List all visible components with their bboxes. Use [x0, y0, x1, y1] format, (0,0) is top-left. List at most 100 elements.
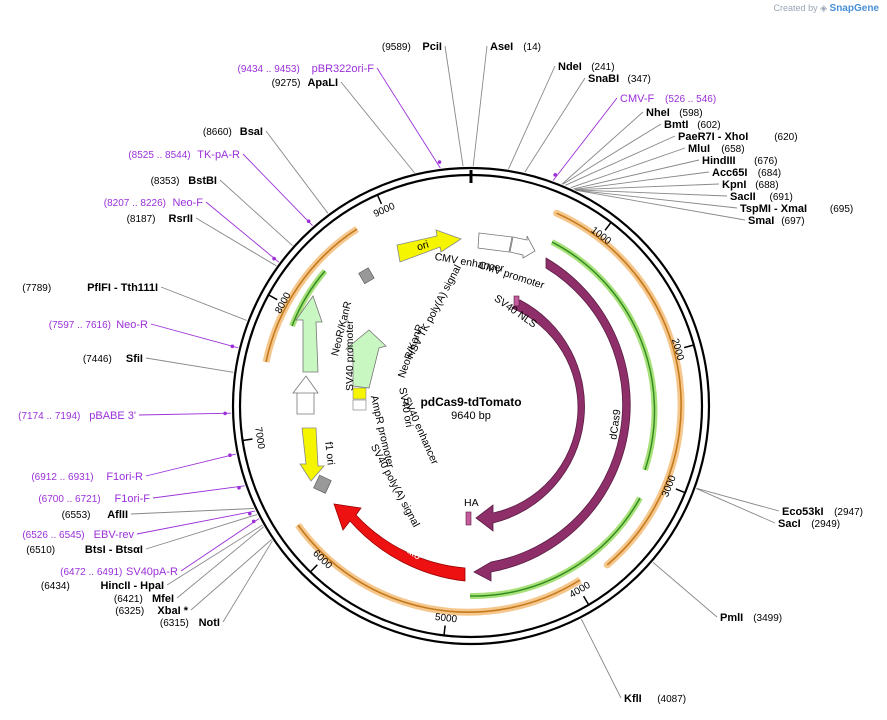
site-position: (6421) — [114, 594, 143, 605]
site-position: (241) — [591, 62, 614, 73]
primer[interactable]: TK-pA-R(8525 .. 8544) — [128, 149, 313, 227]
watermark-brand: SnapGene — [829, 3, 879, 14]
site-leader-line — [145, 514, 258, 550]
site-leader-line — [508, 65, 556, 170]
restriction-site[interactable]: AseI(14) — [472, 41, 541, 167]
restriction-site[interactable]: RsrII(8187) — [127, 213, 277, 267]
restriction-site[interactable]: TspMI - XmaI(695) — [575, 189, 853, 215]
restriction-site[interactable]: PciI(9589) — [382, 41, 464, 167]
primer-range: (6912 .. 6931) — [31, 472, 93, 483]
primer[interactable]: EBV-rev(6526 .. 6545) — [22, 510, 256, 541]
primer-range: (6526 .. 6545) — [22, 530, 84, 541]
f1-ori-arrow — [299, 427, 325, 482]
restriction-site[interactable]: AflII(6553) — [62, 508, 255, 521]
cas9-arc — [475, 299, 585, 532]
site-position: (6510) — [26, 545, 55, 556]
site-name: SacI — [778, 518, 801, 530]
primer-leader-line — [242, 153, 313, 227]
primer[interactable]: CMV-F(526 .. 546) — [552, 93, 716, 181]
restriction-site[interactable]: BtsI - BtsαI (6510) — [26, 514, 258, 556]
restriction-site[interactable]: HindIII(676) — [573, 155, 777, 190]
primer[interactable]: pBABE 3'(7174 .. 7194) — [18, 410, 232, 422]
sv40-nls-marker — [513, 295, 520, 307]
site-name: SnaBI — [588, 73, 619, 85]
restriction-site[interactable]: PflFI - Tth111I(7789) — [22, 282, 247, 321]
primer[interactable]: F1ori-F(6700 .. 6721) — [38, 485, 245, 505]
restriction-site[interactable]: XbaI *(6325) — [115, 539, 272, 617]
site-name: KpnI — [722, 179, 746, 191]
restriction-site[interactable]: HincII - HpaI(6434) — [41, 524, 263, 592]
tick-mark — [309, 564, 318, 573]
primer[interactable]: Neo-F(8207 .. 8226) — [104, 197, 280, 263]
restriction-site[interactable]: PmlI(3499) — [652, 562, 782, 624]
restriction-site[interactable]: ApaLI(9275) — [272, 77, 415, 174]
site-position: (695) — [830, 204, 853, 215]
primer-binding-mark — [272, 256, 276, 261]
site-name: AseI — [490, 41, 513, 53]
site-leader-line — [580, 618, 622, 699]
site-name: XbaI * — [157, 605, 188, 617]
restriction-site[interactable]: KflI(4087) — [580, 618, 686, 705]
site-position: (4087) — [657, 694, 686, 705]
primer[interactable]: pBR322ori-F(9434 .. 9453) — [238, 63, 442, 169]
ha-tag-marker — [465, 511, 472, 526]
site-position: (620) — [774, 132, 797, 143]
site-position: (684) — [758, 168, 781, 179]
primer-name: CMV-F — [620, 93, 655, 105]
site-leader-line — [562, 123, 662, 185]
primer-leader-line — [152, 485, 245, 499]
restriction-site[interactable]: BmtI(602) — [562, 119, 721, 185]
sv40-enhancer-box — [352, 399, 367, 411]
restriction-site[interactable]: SacI(2949) — [696, 488, 840, 530]
primer-leader-line — [376, 67, 441, 169]
site-position: (9589) — [382, 42, 411, 53]
restriction-site[interactable]: NdeI(241) — [508, 61, 615, 170]
site-position: (7446) — [83, 354, 112, 365]
site-leader-line — [561, 111, 644, 185]
site-leader-line — [575, 189, 738, 209]
primer-binding-mark — [230, 344, 235, 349]
tick-mark — [268, 294, 278, 301]
restriction-site[interactable]: BstBI(8353) — [151, 175, 293, 246]
restriction-site[interactable]: SfiI(7446) — [83, 353, 234, 373]
green-band-left-core — [291, 270, 326, 327]
restriction-site[interactable]: Acc65I(684) — [574, 167, 781, 190]
restriction-site[interactable]: MluI(658) — [570, 143, 745, 189]
restriction-site[interactable]: PaeR7I - XhoI(620) — [565, 131, 798, 186]
tick-label: 3000 — [660, 474, 679, 499]
site-position: (8187) — [127, 214, 156, 225]
restriction-site[interactable]: SmaI(697) — [576, 189, 805, 227]
site-position: (697) — [781, 216, 804, 227]
site-position: (6315) — [160, 618, 189, 629]
site-name: MluI — [688, 143, 710, 155]
restriction-site[interactable]: NheI(598) — [561, 107, 703, 185]
restriction-site[interactable]: SnaBI(347) — [524, 73, 651, 173]
primer-leader-line — [180, 518, 260, 572]
restriction-site[interactable]: BsaI(8660) — [203, 126, 329, 214]
site-position: (676) — [754, 156, 777, 167]
primer-range: (7174 .. 7194) — [18, 411, 80, 422]
site-name: BtsI - BtsαI — [85, 544, 143, 556]
site-name: ApaLI — [307, 77, 338, 89]
site-position: (2947) — [834, 507, 863, 518]
site-leader-line — [696, 488, 776, 524]
primer-leader-line — [205, 201, 280, 263]
restriction-site[interactable]: Eco53kI(2947) — [696, 487, 863, 518]
restriction-site[interactable]: KpnI(688) — [575, 179, 779, 191]
restriction-site[interactable]: NotI(6315) — [160, 540, 273, 629]
restriction-site[interactable]: MfeI(6421) — [114, 526, 264, 605]
primer[interactable]: Neo-R(7597 .. 7616) — [49, 319, 239, 349]
primer-name: Neo-F — [172, 197, 203, 209]
restriction-site[interactable]: SacII(691) — [575, 189, 793, 203]
ampr-promoter-arrow — [292, 375, 319, 415]
site-leader-line — [652, 562, 718, 618]
green-band-bottom-core — [469, 497, 641, 597]
primer-binding-mark — [251, 519, 256, 524]
primer[interactable]: F1ori-R(6912 .. 6931) — [31, 453, 236, 483]
primer[interactable]: SV40pA-R(6472 .. 6491) — [60, 518, 260, 578]
site-name: SacII — [730, 191, 756, 203]
feature-label-ori: ori — [416, 239, 431, 254]
site-name: BstBI — [188, 175, 217, 187]
site-position: (598) — [679, 108, 702, 119]
